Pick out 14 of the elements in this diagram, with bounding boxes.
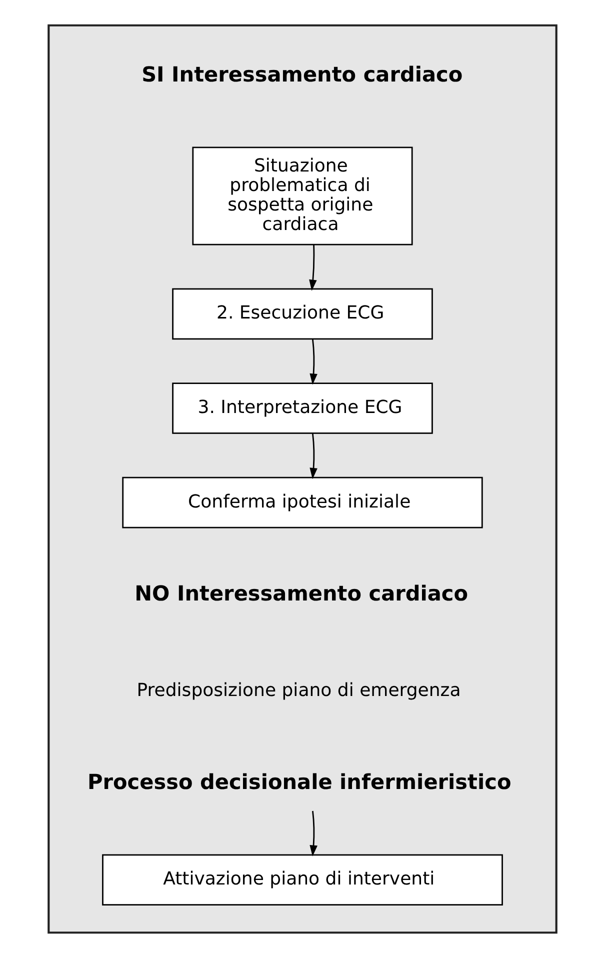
node-box: Situazione problematica di sospetta origine cardiaca [192,146,413,246]
node-box: Conferma ipotesi iniziale [122,476,483,528]
label: Predisposizione piano di emergenza [136,680,461,701]
arrow [310,810,318,856]
arrow [310,339,318,385]
arrow [309,244,317,291]
label: NO Interessamento cardiaco [134,581,468,606]
label: SI Interessamento cardiaco [142,62,463,87]
node-box: Attivazione piano di interventi [102,854,503,906]
cluster [48,24,558,934]
node-box: 2. Esecuzione ECG [172,288,433,340]
arrow [310,434,318,480]
node-text: Processo decisionale infermieristico [87,770,512,794]
node-box: 3. Interpretazione ECG [172,382,433,434]
